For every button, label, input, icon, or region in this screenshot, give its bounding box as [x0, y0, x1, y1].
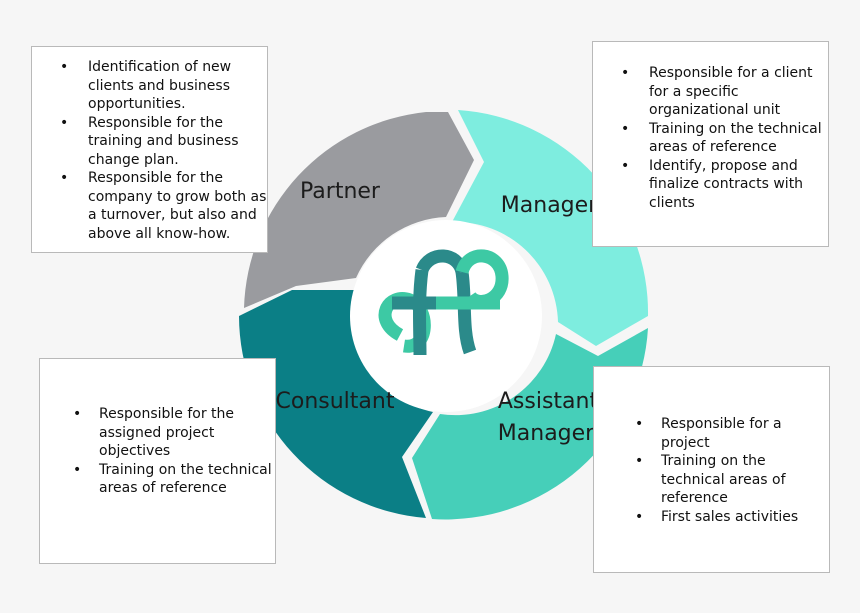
partner-bullet: Identification of new clients and busine…: [32, 58, 267, 114]
assistant-manager-description-box: Responsible for a project Training on th…: [593, 366, 830, 573]
manager-bullet: Training on the technical areas of refer…: [593, 120, 828, 157]
consultant-bullet: Training on the technical areas of refer…: [40, 461, 275, 498]
manager-segment: [452, 110, 649, 346]
consultant-description-box: Responsible for the assigned project obj…: [39, 358, 276, 564]
assistant-manager-label-line1: Assistant: [498, 389, 599, 414]
partner-description-box: Identification of new clients and busine…: [31, 46, 268, 253]
manager-bullet: Identify, propose and finalize contracts…: [593, 157, 828, 213]
assistant-manager-bullet: Training on the technical areas of refer…: [594, 452, 829, 508]
partner-bullet: Responsible for the training and busines…: [32, 114, 267, 170]
assistant-manager-segment: [412, 328, 648, 520]
consultant-segment: [239, 290, 433, 518]
consultant-label: Consultant: [276, 389, 395, 414]
consultant-bullet: Responsible for the assigned project obj…: [40, 405, 275, 461]
assistant-manager-label-line2: Manager: [498, 421, 595, 446]
assistant-manager-bullet: First sales activities: [594, 508, 829, 527]
manager-description-box: Responsible for a client for a specific …: [592, 41, 829, 247]
manager-bullet: Responsible for a client for a specific …: [593, 64, 828, 120]
partner-segment: [244, 112, 474, 308]
partner-label: Partner: [300, 179, 381, 204]
assistant-manager-bullet: Responsible for a project: [594, 415, 829, 452]
partner-bullet: Responsible for the company to grow both…: [32, 169, 267, 243]
manager-label: Manager: [501, 193, 598, 218]
intertwined-ff-logo-icon: [378, 249, 509, 356]
